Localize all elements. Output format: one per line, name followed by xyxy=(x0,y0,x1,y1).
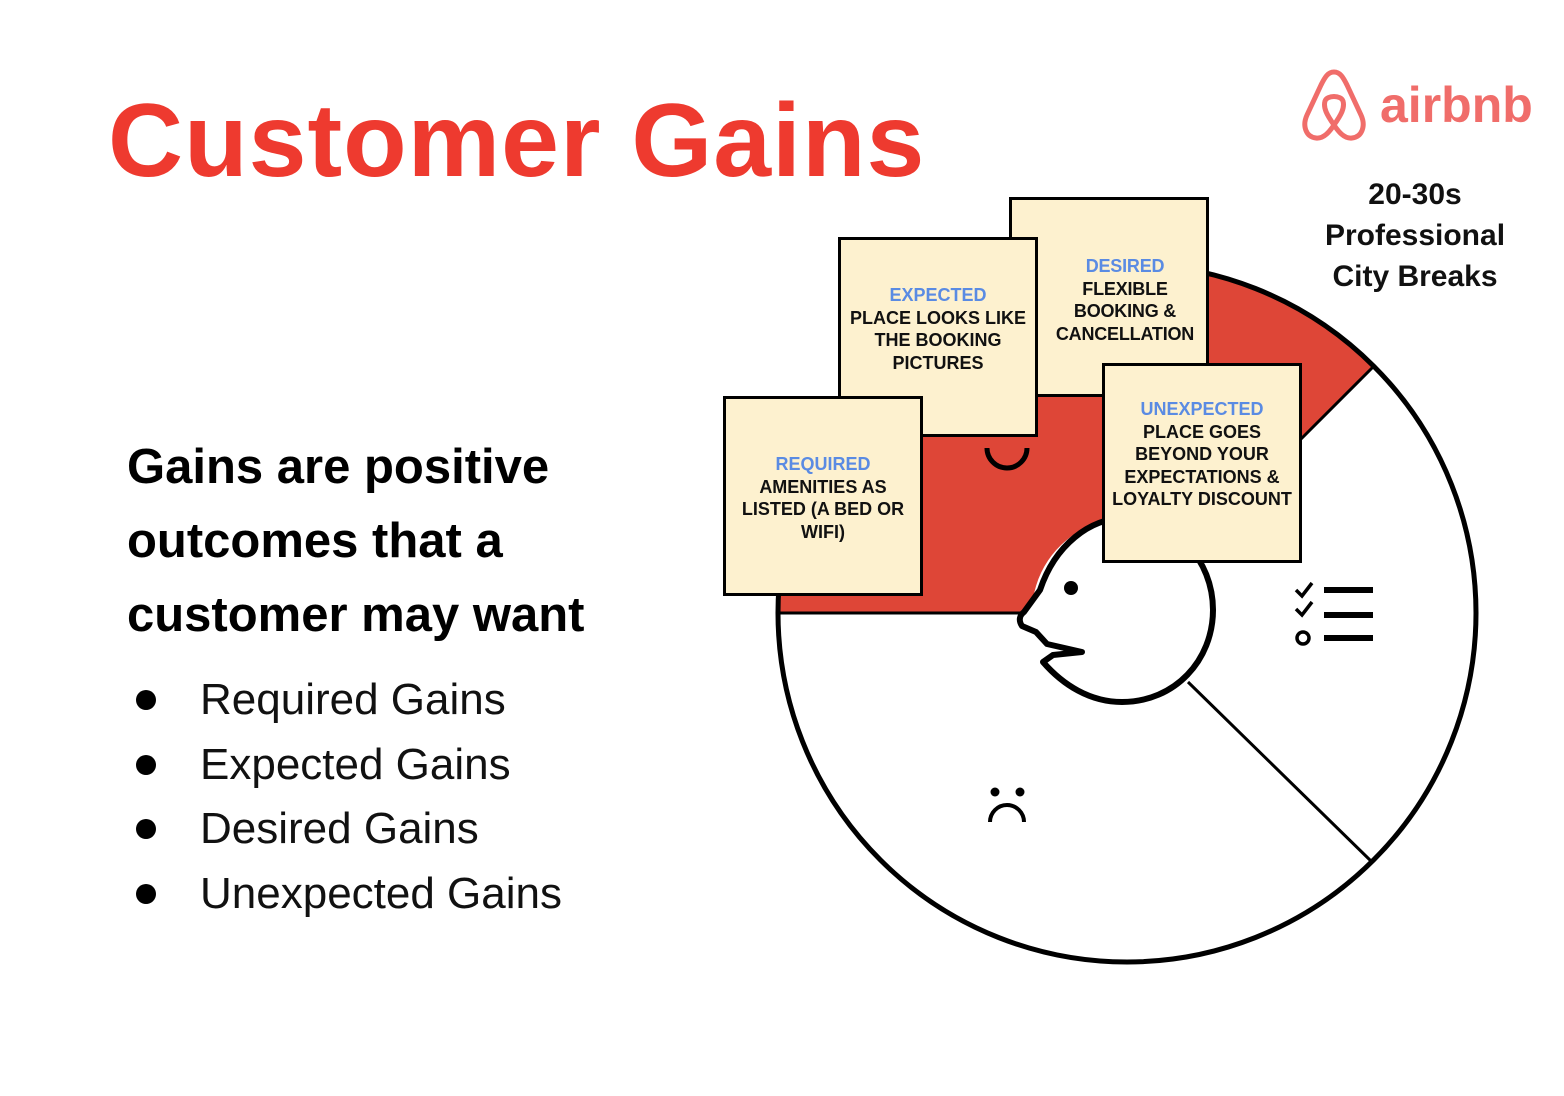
list-item: Expected Gains xyxy=(130,733,562,798)
note-label: UNEXPECTED xyxy=(1140,399,1264,419)
bullet-icon xyxy=(136,690,156,711)
persona-age: 20-30s xyxy=(1368,178,1462,211)
gains-list: Required Gains Expected Gains Desired Ga… xyxy=(130,668,562,926)
airbnb-logo: airbnb xyxy=(1300,68,1533,142)
note-text: AMENITIES AS LISTED (A BED OR WIFI) xyxy=(741,476,905,542)
list-item: Desired Gains xyxy=(130,797,562,862)
list-item-label: Required Gains xyxy=(200,675,506,724)
smile-icon xyxy=(984,447,1030,471)
note-label: DESIRED xyxy=(1085,256,1165,276)
bullet-icon xyxy=(136,754,156,775)
list-item-label: Desired Gains xyxy=(200,804,479,853)
note-text: PLACE GOES BEYOND YOUR EXPECTATIONS & LO… xyxy=(1112,421,1292,510)
page-title: Customer Gains xyxy=(108,83,926,199)
airbnb-belo-icon xyxy=(1302,69,1366,141)
list-item: Unexpected Gains xyxy=(130,862,562,927)
persona-type: Professional xyxy=(1324,219,1506,252)
list-item-label: Unexpected Gains xyxy=(200,868,562,918)
bullet-icon xyxy=(136,883,156,904)
persona-label: 20-30s Professional City Breaks xyxy=(1300,174,1530,297)
gains-definition: Gains are positive outcomes that a custo… xyxy=(127,440,585,642)
persona-segment: City Breaks xyxy=(1332,260,1498,293)
divider-lower-right xyxy=(1186,680,1374,864)
divider-upper-right xyxy=(1298,364,1376,442)
list-item: Required Gains xyxy=(130,668,562,733)
airbnb-wordmark: airbnb xyxy=(1380,77,1533,133)
note-label: EXPECTED xyxy=(889,285,987,305)
note-text: FLEXIBLE BOOKING & CANCELLATION xyxy=(1055,278,1195,344)
checklist-icon xyxy=(1294,581,1373,646)
list-item-label: Expected Gains xyxy=(200,739,511,789)
note-text: PLACE LOOKS LIKE THE BOOKING PICTURES xyxy=(849,307,1026,373)
sad-face-icon xyxy=(988,787,1026,823)
note-label: REQUIRED xyxy=(775,454,871,474)
bullet-icon xyxy=(136,819,156,840)
